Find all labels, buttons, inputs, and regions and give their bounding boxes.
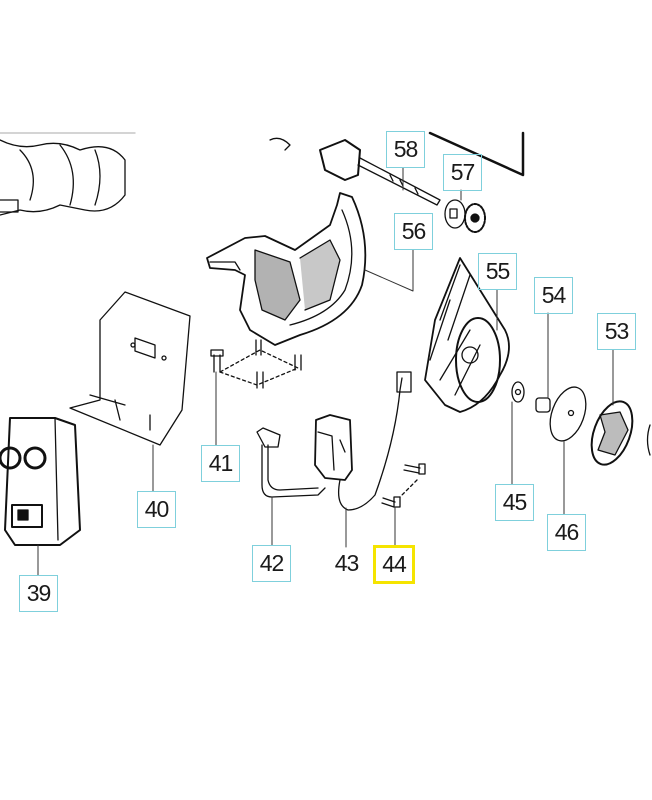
washer-hole (514, 388, 522, 396)
callout-58[interactable]: 58 (386, 131, 425, 168)
callout-55[interactable]: 55 (478, 253, 517, 290)
engine-cover-part (0, 139, 126, 216)
callout-42[interactable]: 42 (252, 545, 291, 582)
callout-45[interactable]: 45 (495, 484, 534, 521)
ignition-module-part (314, 371, 412, 511)
crankcase-part (206, 192, 367, 346)
callout-40[interactable]: 40 (137, 491, 176, 528)
clutch-part (590, 400, 651, 466)
flywheel-part (424, 257, 510, 413)
gasket-part (69, 291, 191, 446)
air-filter-cover-part (0, 417, 81, 546)
crankshaft-part (269, 137, 441, 206)
inset-frame-corner (428, 131, 525, 177)
callout-56[interactable]: 56 (394, 213, 433, 250)
callout-46[interactable]: 46 (547, 514, 586, 551)
bearing-part (444, 199, 486, 233)
callout-54[interactable]: 54 (534, 277, 573, 314)
callout-43[interactable]: 43 (334, 550, 360, 576)
screw-part (381, 463, 426, 508)
leader-lines (37, 167, 614, 576)
washer-part (511, 381, 525, 403)
callout-57[interactable]: 57 (443, 154, 482, 191)
clutch-washer-hole (567, 409, 575, 417)
needle-bearing-part (535, 397, 551, 413)
clutch-washer-part (549, 386, 587, 442)
callout-39[interactable]: 39 (19, 575, 58, 612)
callout-44-highlighted[interactable]: 44 (373, 545, 415, 584)
callout-53[interactable]: 53 (597, 313, 636, 350)
callout-41[interactable]: 41 (201, 445, 240, 482)
screws-part (210, 339, 302, 389)
